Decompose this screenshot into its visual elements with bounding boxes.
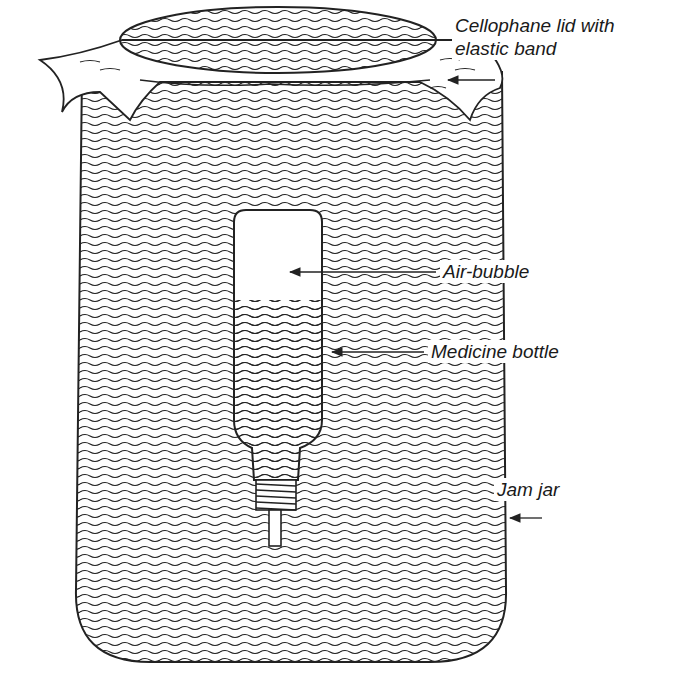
- part-label: Jam jar: [494, 478, 562, 501]
- leader-arrow: [332, 351, 424, 352]
- cellophane-lid: [120, 7, 436, 73]
- air-bubble: [230, 205, 330, 300]
- part-label: Cellophane lid with elastic band: [452, 14, 630, 60]
- leader-arrow: [448, 79, 495, 80]
- part-label: Air-bubble: [440, 260, 532, 283]
- leader-arrow: [290, 271, 436, 272]
- leader-arrow: [510, 517, 542, 518]
- medicine-bottle: [230, 205, 330, 546]
- part-label: Medicine bottle: [428, 340, 562, 363]
- jam-jar: [76, 72, 506, 662]
